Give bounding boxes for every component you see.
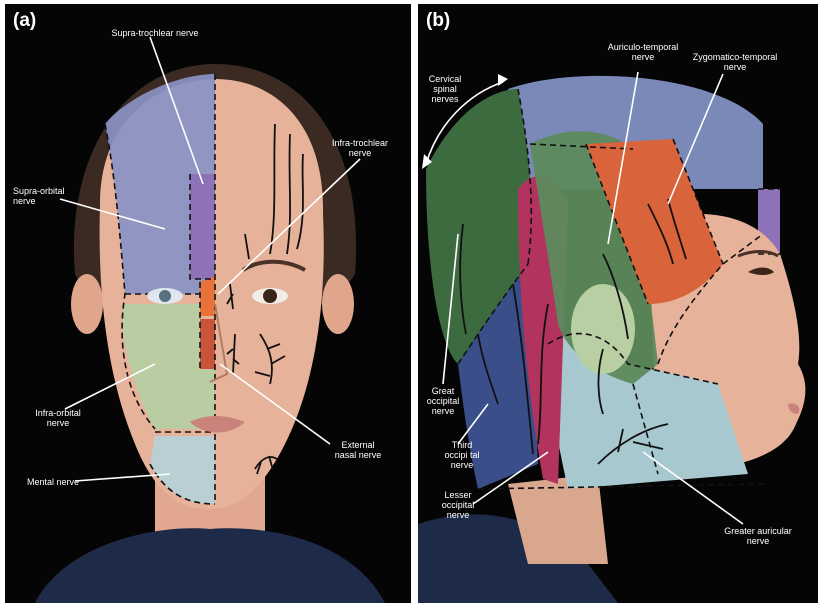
panel-a-frontal-view: (a) Supra-trochlear nerve Infra-trochlea… [5,4,411,603]
left-iris [159,290,171,302]
label-supra-orbital-nerve: Supra-orbital nerve [13,186,83,206]
region-supra-trochlear [190,174,215,279]
label-greater-auricular-nerve: Greater auricular nerve [708,526,808,546]
panel-label-b: (b) [426,10,450,32]
right-ear [322,274,354,334]
region-external-nasal [200,319,215,369]
shirt-shape [35,528,385,603]
ear [571,284,635,374]
label-lesser-occipital-nerve: Lesser occipital nerve [428,490,488,520]
label-cervical-spinal-nerves: Cervical spinal nerves [418,74,472,104]
panel-label-a: (a) [13,10,36,32]
right-iris [263,289,277,303]
label-auriculo-temporal-nerve: Auriculo-temporal nerve [598,42,688,62]
left-ear [71,274,103,334]
label-infra-trochlear-nerve: Infra-trochlear nerve [325,138,395,158]
label-zygomatico-temporal-nerve: Zygomatico-temporal nerve [680,52,790,72]
label-supra-trochlear-nerve: Supra-trochlear nerve [85,28,225,38]
frontal-face-illustration [5,4,411,603]
label-external-nasal-nerve: External nasal nerve [323,440,393,460]
label-great-occipital-nerve: Great occipital nerve [418,386,468,416]
label-third-occipital-nerve: Third occipi tal nerve [432,440,492,470]
region-infra-trochlear [200,276,215,316]
label-mental-nerve: Mental nerve [27,477,107,487]
label-infra-orbital-nerve: Infra-orbital nerve [23,408,93,428]
panel-b-lateral-view: (b) Cervical spinal nerves Auriculo-temp… [418,4,818,603]
